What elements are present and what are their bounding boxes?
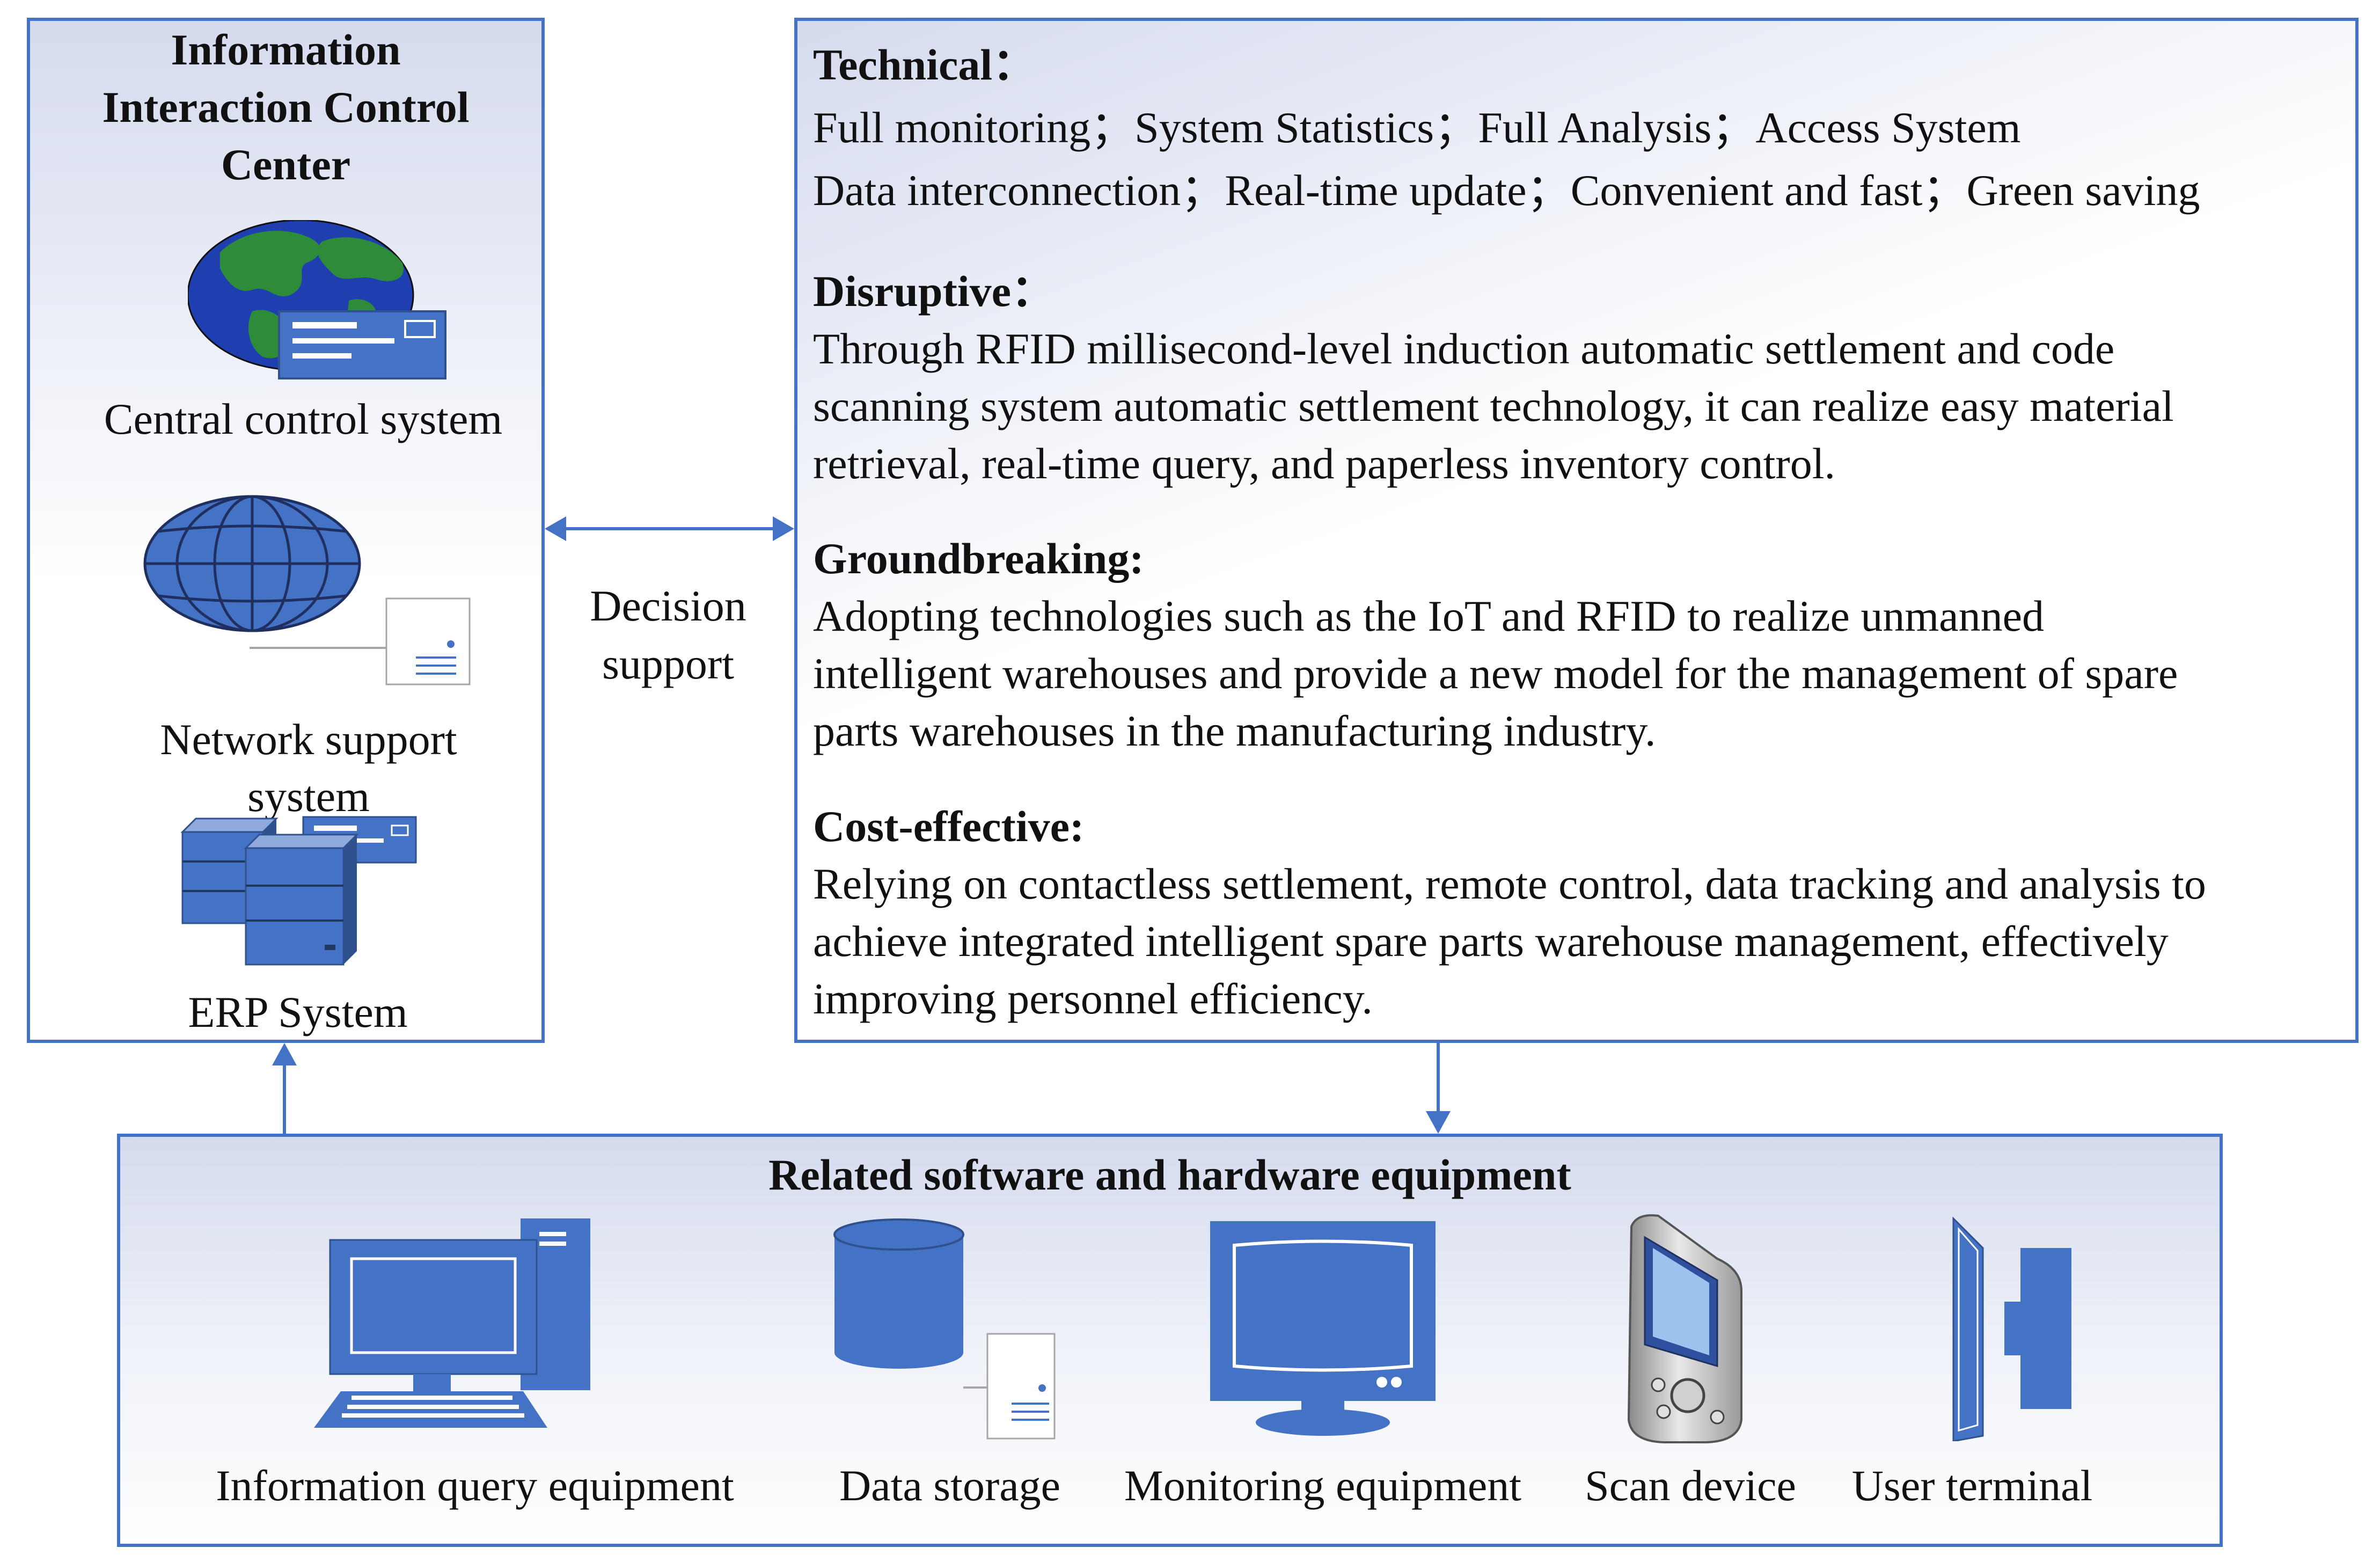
arrow-head-right [773,516,794,541]
groundbreaking-line-3: parts warehouses in the manufacturing in… [813,706,1656,755]
control-center-title-line-2: Interaction Control [102,83,470,132]
cost-effective-heading: Cost-effective: [813,802,1085,851]
central-control-system-label: Central control system [104,395,503,443]
technical-line-2: Data interconnection；Real-time update；Co… [813,166,2200,215]
control-center-title-line-3: Center [221,140,351,189]
monitoring-equipment-label: Monitoring equipment [1124,1461,1522,1510]
monitor-icon [1210,1221,1436,1436]
groundbreaking-line-2: intelligent warehouses and provide a new… [813,649,2178,698]
erp-servers-icon [180,816,417,966]
handheld-scanner-icon [1627,1214,1742,1443]
cost-effective-line-1: Relying on contactless settlement, remot… [813,859,2206,908]
data-storage-label: Data storage [839,1461,1061,1510]
globe-terminal-icon [188,220,446,379]
user-terminal-label: User terminal [1851,1461,2093,1510]
arrow-head-left [545,516,566,541]
decision-support-label: Decision support [582,577,754,693]
cost-effective-line-3: improving personnel efficiency. [813,974,1373,1023]
database-icon [833,1218,1056,1440]
information-query-equipment-label: Information query equipment [216,1461,734,1510]
disruptive-line-3: retrieval, real-time query, and paperles… [813,439,1835,488]
technical-line-1: Full monitoring；System Statistics；Full A… [813,103,2021,152]
erp-system-label: ERP System [188,988,408,1036]
cost-effective-line-2: achieve integrated intelligent spare par… [813,917,2169,966]
network-support-system-label-line-1: Network support [160,715,457,764]
control-center-title-line-1: Information [171,25,401,74]
disruptive-line-2: scanning system automatic settlement tec… [813,382,2174,430]
user-terminal-icon [1952,1216,2071,1441]
network-support-system-label-line-2: system [247,772,370,821]
disruptive-line-1: Through RFID millisecond-level induction… [813,324,2115,373]
features-panel [794,18,2359,1043]
decision-support-line-2: support [602,639,734,688]
arrow-head-up [272,1043,297,1065]
desktop-computer-icon [314,1218,590,1428]
scan-device-label: Scan device [1585,1461,1796,1510]
groundbreaking-heading: Groundbreaking: [813,534,1144,583]
groundbreaking-line-1: Adopting technologies such as the IoT an… [813,592,2044,640]
equipment-title: Related software and hardware equipment [768,1150,1571,1199]
disruptive-heading: Disruptive： [813,267,1055,316]
technical-heading: Technical： [813,40,1037,89]
decision-support-line-1: Decision [590,581,746,630]
arrow-head-down [1426,1111,1451,1134]
network-globe-icon [143,495,471,685]
